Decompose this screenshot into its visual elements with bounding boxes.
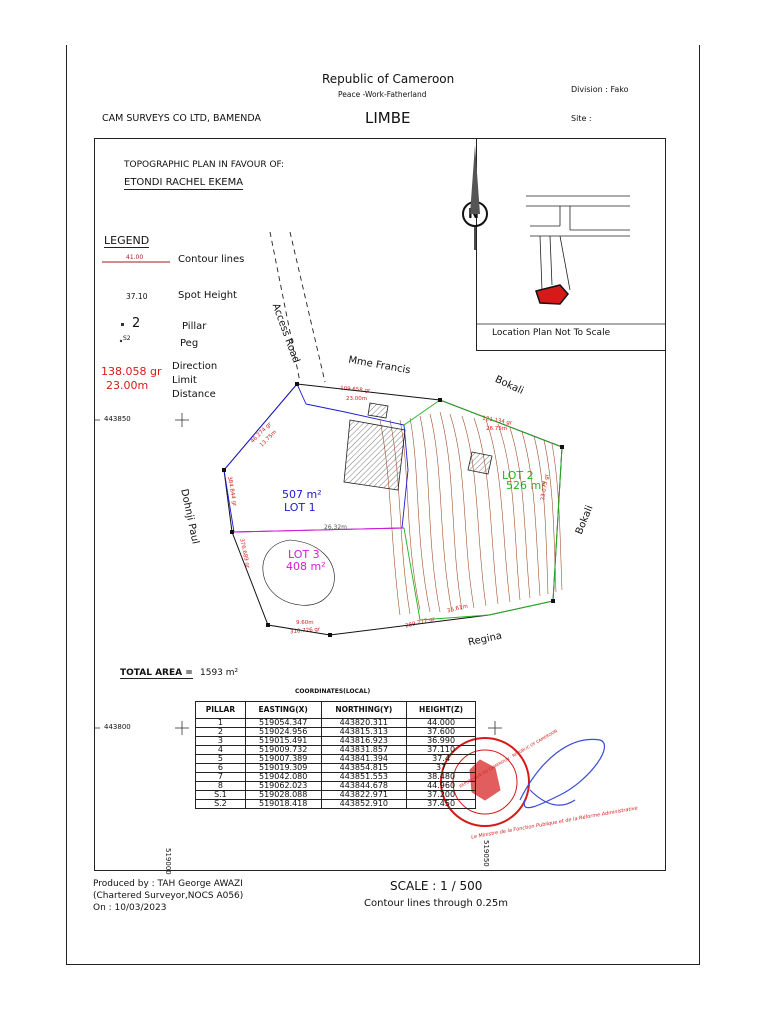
lot-name-label: LOT 2 <box>502 469 534 482</box>
lot-name-label: LOT 1 <box>284 501 316 514</box>
legend-distance-label: Distance <box>172 389 216 400</box>
plan-owner: ETONDI RACHEL EKEMA <box>124 177 244 190</box>
coordinates-caption: COORDINATES(LOCAL) <box>295 688 371 695</box>
contour-lines <box>379 411 563 616</box>
legend-contour-sample: 41.00 <box>126 254 144 261</box>
legend-peg-label: Peg <box>180 338 199 349</box>
legend-peg-symbol <box>119 339 123 343</box>
property-boundary <box>223 383 563 636</box>
table-header: NORTHING(Y) <box>320 701 408 719</box>
contour-note: Contour lines through 0.25m <box>364 898 509 909</box>
map-frame <box>94 138 666 871</box>
table-cell: S.2 <box>195 799 246 809</box>
lot-area-label: 507 m² <box>282 488 322 501</box>
building <box>343 402 493 491</box>
legend-contour-label: Contour lines <box>178 254 245 265</box>
producer-credentials: (Chartered Surveyor,NOCS A056) <box>93 891 244 901</box>
lot-3-contour <box>262 539 335 606</box>
grid-crosses <box>94 413 502 735</box>
legend-limit-label: Limit <box>172 375 197 386</box>
legend-title: LEGEND <box>104 234 150 248</box>
lot-name-label: LOT 3 <box>288 548 320 561</box>
signature <box>519 738 606 809</box>
north-arrow-icon <box>462 145 488 250</box>
bearing-distance: 26.75m <box>486 426 508 432</box>
total-area-value: 1593 m² <box>200 668 239 678</box>
grid-northing-label: 443800 <box>104 723 131 731</box>
legend-spot-sample: 37.10 <box>126 292 148 301</box>
legend-distance-sample: 23.00m <box>106 379 149 392</box>
table-header: EASTING(X) <box>244 701 322 719</box>
site-label: Site : <box>571 114 592 123</box>
dividing-line-distance: 26.32m <box>324 524 348 531</box>
location-plan-site <box>535 284 569 305</box>
access-road <box>269 231 326 383</box>
table-cell: 519018.418 <box>244 799 322 809</box>
lot-area-label: 408 m² <box>286 560 326 573</box>
pillar-markers <box>222 382 564 637</box>
table-cell: 37.450 <box>406 799 476 809</box>
legend-direction-sample: 138.058 gr <box>101 365 162 378</box>
town-name: LIMBE <box>365 109 411 127</box>
sheet-bottom-edge <box>66 964 700 965</box>
location-plan-box <box>476 138 666 351</box>
coordinates-table: PILLAR EASTING(X) NORTHING(Y) HEIGHT(Z) … <box>195 701 476 809</box>
total-area-label: TOTAL AREA = <box>120 668 193 679</box>
legend-pillar-sample: 2 <box>132 316 141 331</box>
table-header: PILLAR <box>195 701 246 719</box>
production-date: On : 10/03/2023 <box>93 903 167 913</box>
bearing-distance: 23.00m <box>346 396 368 402</box>
plan-title: TOPOGRAPHIC PLAN IN FAVOUR OF: <box>124 160 285 170</box>
company-name: CAM SURVEYS CO LTD, BAMENDA <box>102 113 262 124</box>
legend-direction-label: Direction <box>172 361 218 372</box>
sheet-right-edge <box>699 45 700 965</box>
national-motto: Peace -Work-Fatherland <box>338 90 427 99</box>
legend-spot-label: Spot Height <box>178 290 237 301</box>
producer-name: Produced by : TAH George AWAZI <box>93 879 243 889</box>
sheet-left-edge <box>66 45 67 965</box>
table-header: HEIGHT(Z) <box>406 701 476 719</box>
republic-title: Republic of Cameroon <box>322 72 455 86</box>
grid-northing-label: 443850 <box>104 415 131 423</box>
legend-pillar-symbol <box>121 323 124 326</box>
table-cell: 443852.910 <box>320 799 408 809</box>
scale-label: SCALE : 1 / 500 <box>390 879 483 893</box>
lot-3-dividing-line <box>233 527 405 533</box>
lot-2-outline <box>403 399 563 621</box>
legend-peg-sample: S2 <box>123 335 131 342</box>
location-plan-sketch <box>526 195 630 291</box>
legend-pillar-label: Pillar <box>182 321 207 332</box>
north-label: N <box>468 207 479 222</box>
location-plan-caption: Location Plan Not To Scale <box>492 328 611 338</box>
lot-area-label: 526 m² <box>506 479 546 492</box>
division-label: Division : Fako <box>571 85 629 94</box>
bearing-distance: 9.60m <box>296 620 314 626</box>
